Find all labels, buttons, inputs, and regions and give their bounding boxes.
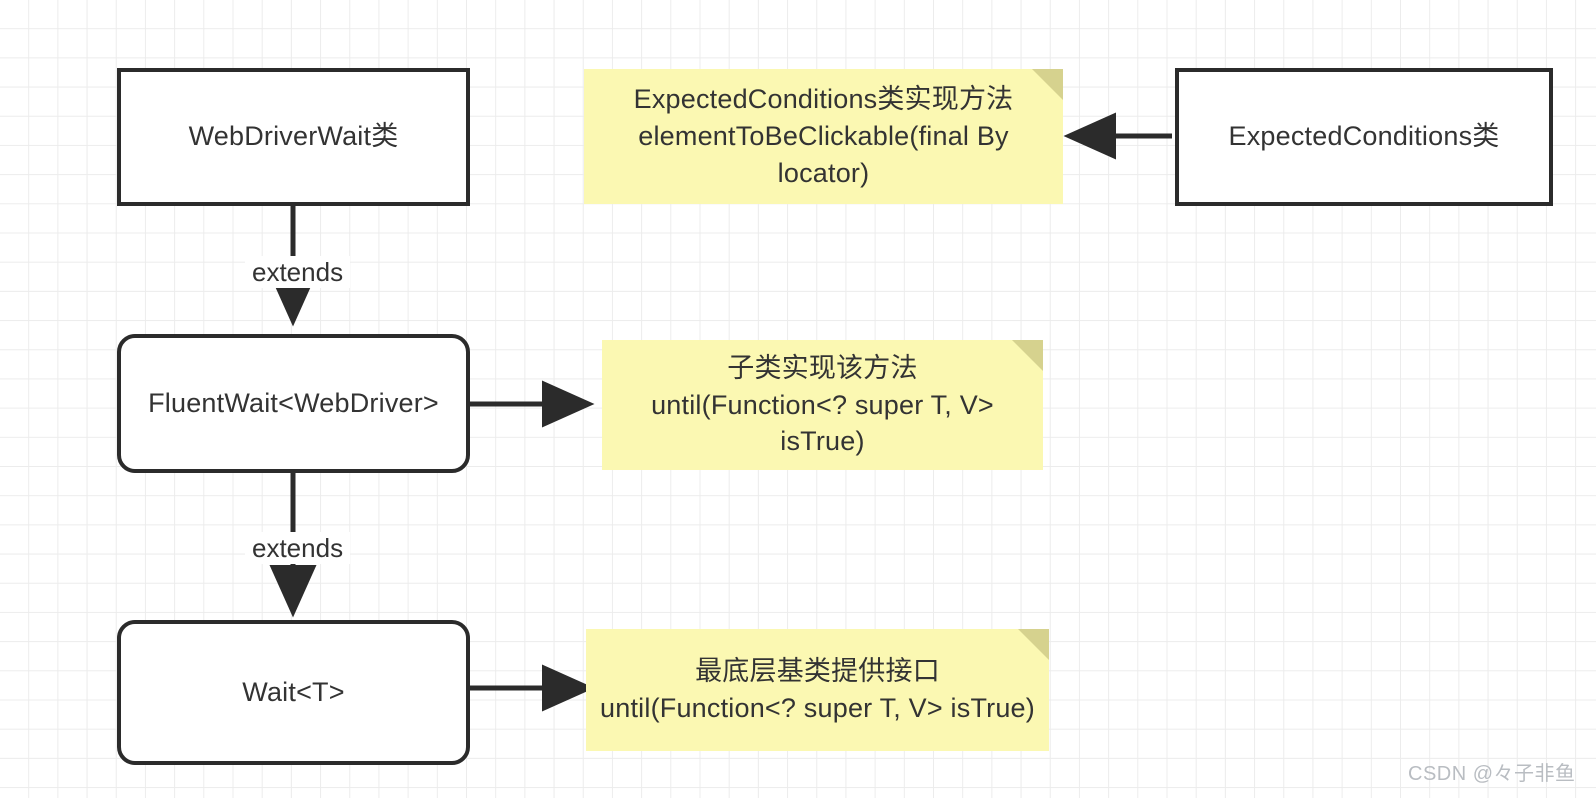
node-fluentwait[interactable]: FluentWait<WebDriver> [117,334,470,473]
note-fold-icon [1018,629,1049,660]
note-expectedconditions[interactable]: ExpectedConditions类实现方法 elementToBeClick… [584,69,1063,204]
note-expectedconditions-text: ExpectedConditions类实现方法 elementToBeClick… [633,84,1014,188]
note-wait[interactable]: 最底层基类提供接口 until(Function<? super T, V> i… [586,629,1049,751]
edge-label-extends-2: extends [245,532,351,564]
note-fold-icon [1032,69,1063,100]
note-fluentwait-text: 子类实现该方法 until(Function<? super T, V> isT… [651,352,994,457]
node-wait-label: Wait<T> [242,676,345,707]
node-wait[interactable]: Wait<T> [117,620,470,765]
node-webdriverwait-label: WebDriverWait类 [188,121,399,152]
note-fluentwait[interactable]: 子类实现该方法 until(Function<? super T, V> isT… [602,340,1043,470]
edge-label-extends-1: extends [245,256,351,288]
note-wait-text: 最底层基类提供接口 until(Function<? super T, V> i… [600,656,1035,723]
csdn-watermark: CSDN @々子非鱼 [1408,757,1576,786]
edge-label-text: extends [252,257,344,287]
node-expectedconditions[interactable]: ExpectedConditions类 [1175,68,1553,206]
watermark-text: CSDN @々子非鱼 [1408,763,1576,785]
note-fold-icon [1012,340,1043,371]
node-expectedconditions-label: ExpectedConditions类 [1228,121,1500,152]
node-webdriverwait[interactable]: WebDriverWait类 [117,68,470,206]
node-fluentwait-label: FluentWait<WebDriver> [148,387,439,418]
edge-label-text: extends [252,533,344,563]
